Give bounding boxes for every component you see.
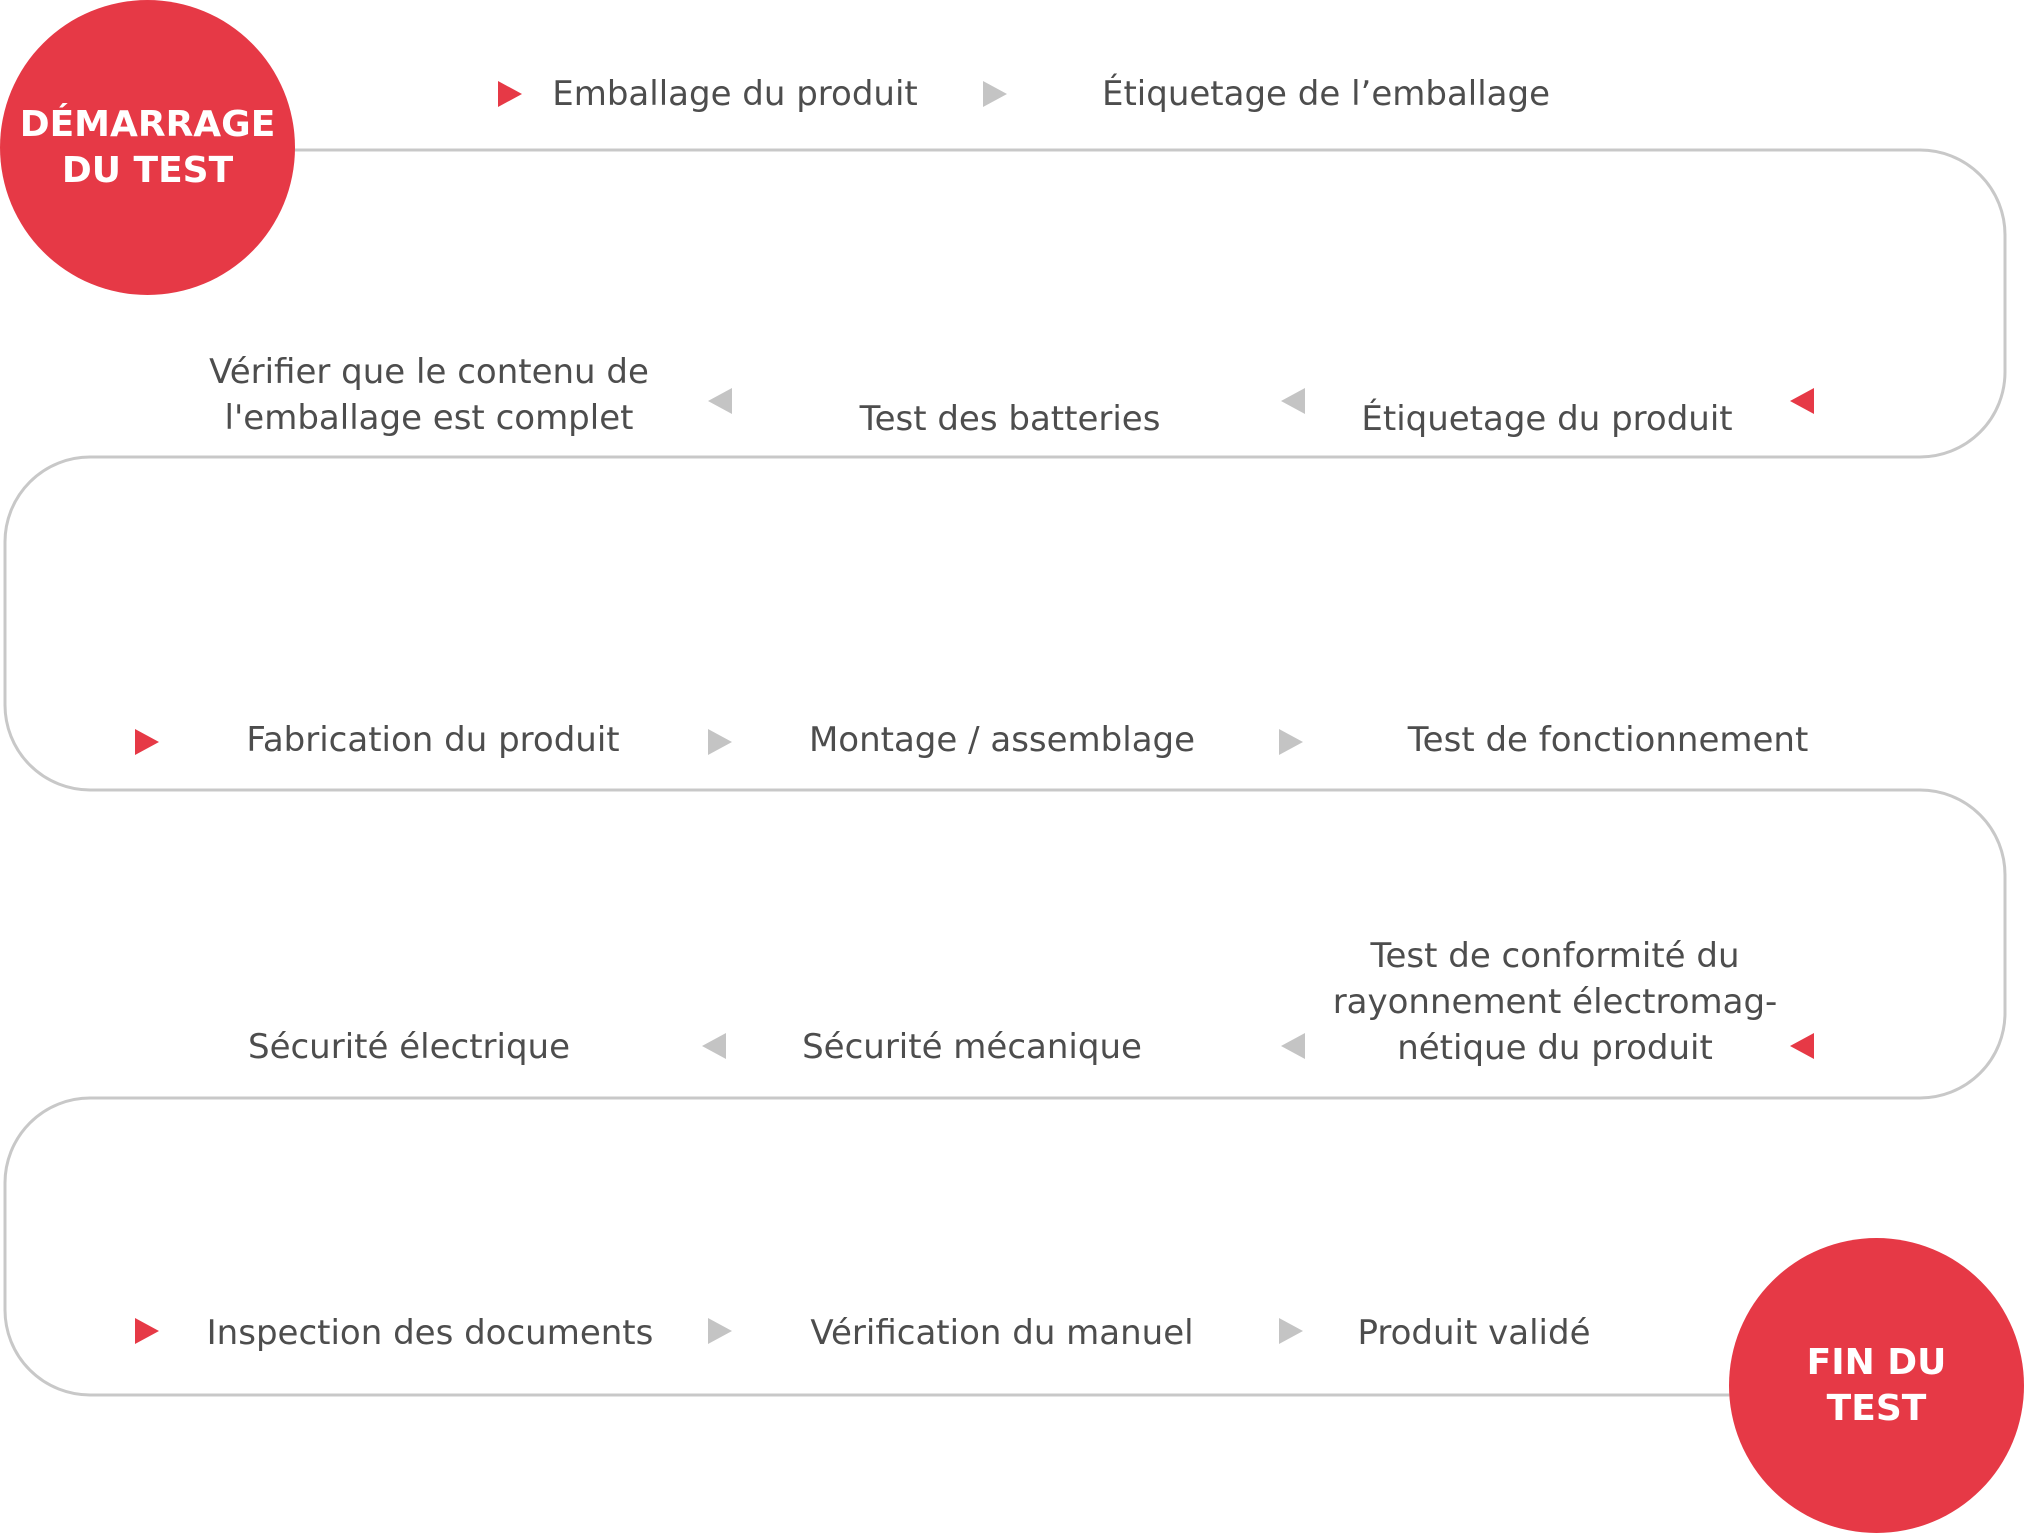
arrow-right-icon	[1279, 1318, 1303, 1344]
step-montage-assemblage: Montage / assemblage	[808, 720, 1196, 760]
arrow-right-icon	[1279, 729, 1303, 755]
arrow-right-icon	[498, 81, 522, 107]
serpentine-track-line	[3, 148, 2007, 1397]
step-test-batteries: Test des batteries	[859, 399, 1161, 439]
step-conformite-rayonnement: Test de conformité du rayonnement électr…	[1332, 936, 1778, 1068]
start-label-line2: DU TEST	[61, 149, 234, 191]
end-test-circle: FIN DU TEST	[1729, 1238, 2024, 1533]
arrow-right-icon	[708, 729, 732, 755]
start-test-circle: DÉMARRAGE DU TEST	[0, 0, 295, 295]
step-produit-valide: Produit validé	[1357, 1313, 1591, 1353]
arrow-left-icon	[1790, 388, 1814, 414]
step-verification-manuel: Vérification du manuel	[810, 1313, 1194, 1353]
arrow-right-icon	[983, 81, 1007, 107]
step-etiquetage-emballage: Étiquetage de l’emballage	[1101, 74, 1551, 114]
arrow-left-icon	[1790, 1033, 1814, 1059]
step-fabrication-produit: Fabrication du produit	[246, 720, 620, 760]
arrow-left-icon	[702, 1033, 726, 1059]
step-verifier-contenu: Vérifier que le contenu de l'emballage e…	[209, 352, 649, 438]
arrow-right-icon	[135, 1318, 159, 1344]
arrow-left-icon	[708, 388, 732, 414]
start-label-line1: DÉMARRAGE	[19, 103, 276, 145]
arrow-left-icon	[1281, 1033, 1305, 1059]
step-inspection-documents: Inspection des documents	[206, 1313, 654, 1353]
end-label-line1: FIN DU	[1806, 1341, 1947, 1383]
end-label-line2: TEST	[1826, 1387, 1927, 1429]
arrow-right-icon	[135, 729, 159, 755]
arrow-right-icon	[708, 1318, 732, 1344]
step-test-fonctionnement: Test de fonctionnement	[1407, 720, 1809, 760]
arrow-left-icon	[1281, 388, 1305, 414]
step-emballage-produit: Emballage du produit	[552, 74, 918, 114]
step-etiquetage-produit: Étiquetage du produit	[1361, 399, 1733, 439]
step-securite-electrique: Sécurité électrique	[247, 1027, 571, 1067]
step-securite-mecanique: Sécurité mécanique	[802, 1027, 1142, 1067]
